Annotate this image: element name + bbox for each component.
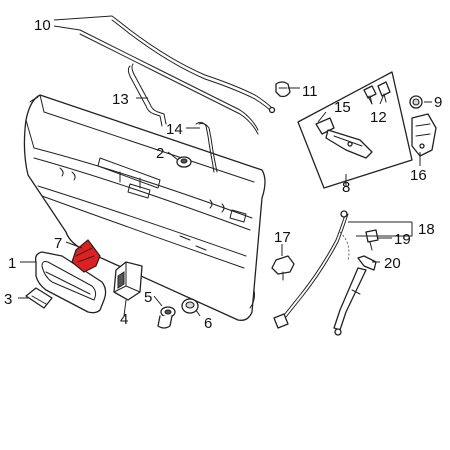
part-11-clip: [275, 81, 291, 98]
callout-1: 1: [8, 255, 16, 272]
part-9-bushing: [409, 95, 423, 109]
callout-5: 5: [144, 289, 152, 306]
part-20-strut: [333, 255, 377, 336]
part-2-grommet: [176, 156, 192, 168]
part-5-fastener: [157, 306, 176, 329]
part-8-latch-kit-box: [297, 71, 413, 189]
part-13-bent-rod: [127, 63, 167, 127]
callout-4: 4: [120, 311, 128, 328]
callout-labels: 10 11 13 15 12 9 14 2 16 8 18 17 19 7 1 …: [4, 17, 442, 332]
part-16-latch: [411, 113, 437, 157]
part-7-body: [71, 239, 101, 273]
part-15-latch-bracket: [315, 117, 373, 159]
callout-16: 16: [410, 167, 427, 184]
callout-9: 9: [434, 94, 442, 111]
part-14-hooked-rod: [195, 121, 218, 173]
callout-20: 20: [384, 255, 401, 272]
part-6-cap: [181, 298, 199, 314]
callout-11: 11: [302, 83, 318, 100]
callout-12: 12: [370, 109, 387, 126]
callout-13: 13: [112, 91, 129, 108]
callout-14: 14: [166, 121, 183, 138]
part-18-cable: [273, 210, 350, 329]
part-17-bolt: [271, 255, 295, 281]
callout-15: 15: [334, 99, 351, 116]
part-19-screw: [365, 229, 379, 251]
tailgate-panel: [23, 94, 266, 321]
part-1-handle-bezel: [34, 251, 107, 314]
callout-18: 18: [418, 221, 435, 238]
callout-10: 10: [34, 17, 51, 34]
leader-lines: [18, 15, 432, 317]
callout-19: 19: [394, 231, 411, 248]
callout-17: 17: [274, 229, 291, 246]
callout-3: 3: [4, 291, 12, 308]
callout-2: 2: [156, 145, 164, 162]
callout-7: 7: [54, 235, 62, 252]
part-3-pad: [25, 287, 53, 309]
part-10-release-rod: [79, 15, 276, 135]
callout-8: 8: [342, 179, 350, 196]
part-7-handle-highlighted: [71, 239, 101, 273]
part-4-switch-module: [113, 261, 143, 301]
callout-6: 6: [204, 315, 212, 332]
part-12-clips: [363, 81, 391, 105]
